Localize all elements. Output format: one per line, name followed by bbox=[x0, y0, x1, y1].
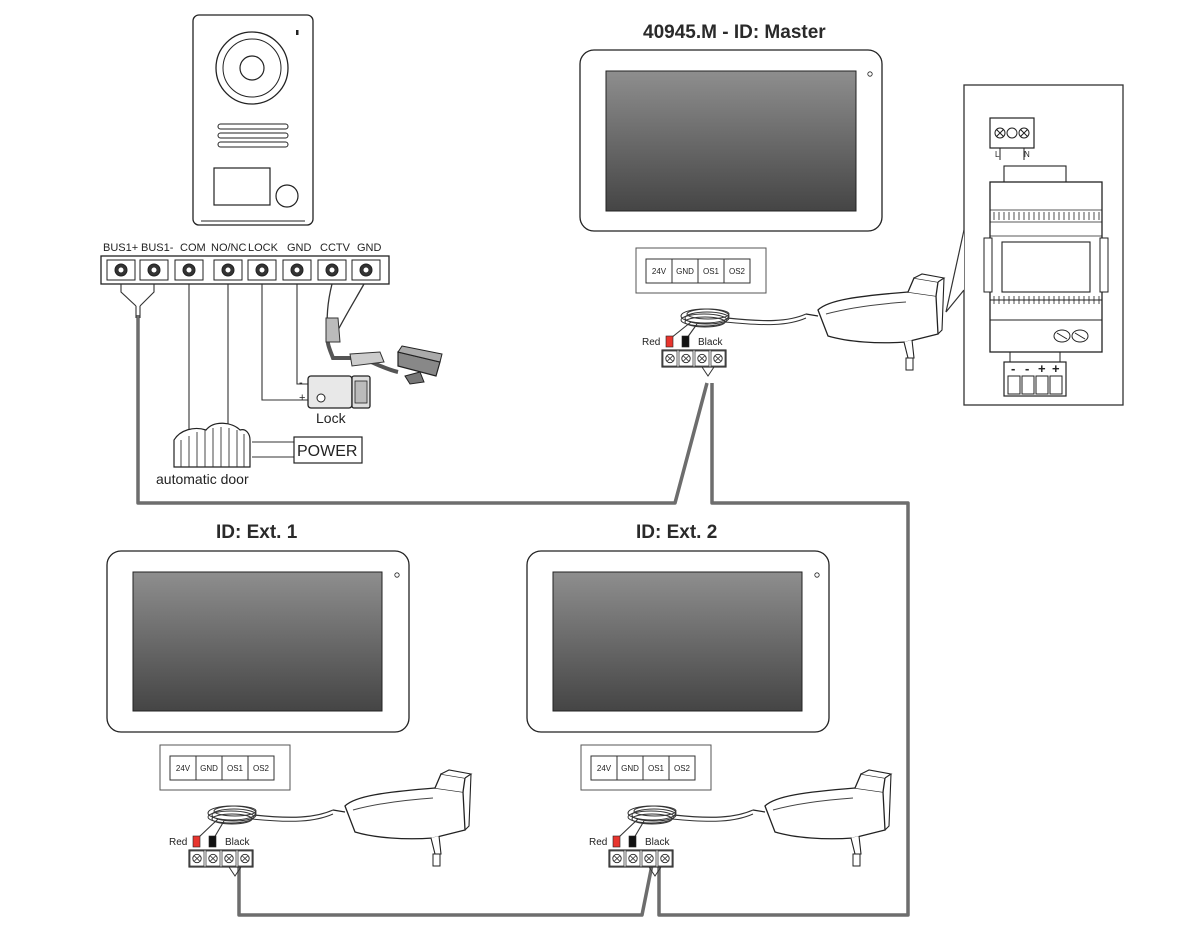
monitor-terminal-label: GND bbox=[621, 764, 639, 773]
monitor-master: 40945.M - ID: Master bbox=[579, 22, 883, 232]
door-terminal: BUS1- bbox=[139, 242, 174, 281]
door-terminal-label: NO/NC bbox=[211, 242, 247, 254]
screw-terminal-connector bbox=[608, 849, 674, 868]
psu-input-N: N bbox=[1024, 150, 1030, 159]
black-wire-label: Black bbox=[645, 837, 670, 848]
door-terminal-label: GND bbox=[287, 242, 312, 254]
power-adapter-icon bbox=[332, 769, 472, 867]
black-wire-label: Black bbox=[698, 337, 723, 348]
door-station bbox=[192, 14, 314, 226]
adapter-set-ext2: Red Black bbox=[589, 769, 892, 877]
bus-wire-ext1-to-ext2 bbox=[237, 864, 654, 917]
lock-plus-label: + bbox=[299, 392, 305, 404]
psu-out-4: + bbox=[1052, 361, 1060, 376]
lock-minus-label: - bbox=[299, 377, 303, 389]
bus-wiring bbox=[136, 315, 910, 917]
door-terminal: GND bbox=[351, 242, 382, 281]
monitor-terminal-label: GND bbox=[200, 764, 218, 773]
monitor-terminal-label: 24V bbox=[597, 764, 612, 773]
automatic-door-label: automatic door bbox=[156, 471, 249, 487]
door-terminal: LOCK bbox=[247, 242, 279, 281]
monitor-terminal-label: GND bbox=[676, 267, 694, 276]
bus-wire-master-to-ext2 bbox=[657, 383, 910, 917]
adapter-set-master: Red Black bbox=[642, 273, 945, 377]
monitor-terminal-label: OS2 bbox=[674, 764, 691, 773]
black-wire-label: Black bbox=[225, 837, 250, 848]
psu-out-3: + bbox=[1038, 361, 1046, 376]
electric-lock: Lock - + bbox=[299, 375, 371, 426]
monitor-terminal-label: OS1 bbox=[227, 764, 244, 773]
adapter-set-ext1: Red Black bbox=[169, 769, 472, 877]
din-rail-power-supply: L N - - + + bbox=[945, 84, 1124, 406]
screw-terminal-connector bbox=[188, 849, 254, 868]
door-terminal-label: LOCK bbox=[248, 242, 279, 254]
red-wire-label: Red bbox=[589, 837, 607, 848]
door-terminal-label: GND bbox=[357, 242, 382, 254]
red-wire-label: Red bbox=[642, 337, 660, 348]
door-terminal-label: COM bbox=[180, 242, 206, 254]
monitor-terminal-block-master: 24V GND OS1 OS2 bbox=[635, 247, 767, 294]
monitor-ext1: ID: Ext. 1 bbox=[106, 522, 410, 733]
door-terminal-label: CCTV bbox=[320, 242, 351, 254]
power-adapter-icon bbox=[805, 273, 945, 371]
call-button bbox=[275, 184, 299, 208]
psu-out-1: - bbox=[1011, 361, 1015, 376]
monitor-terminal-block-ext2: 24V GND OS1 OS2 bbox=[580, 744, 712, 791]
monitor-terminal-label: OS2 bbox=[253, 764, 270, 773]
monitor-terminal-label: 24V bbox=[176, 764, 191, 773]
red-wire-label: Red bbox=[169, 837, 187, 848]
automatic-door: automatic door bbox=[156, 422, 251, 487]
door-terminal: CCTV bbox=[317, 242, 351, 281]
door-terminal-label: BUS1- bbox=[141, 242, 174, 254]
nameplate bbox=[213, 167, 271, 206]
door-terminal-label: BUS1+ bbox=[103, 242, 138, 254]
door-terminal: BUS1+ bbox=[103, 242, 138, 281]
monitor-ext2: ID: Ext. 2 bbox=[526, 522, 830, 733]
cctv-camera-icon bbox=[325, 317, 443, 385]
door-station-wires bbox=[120, 283, 365, 458]
screw-terminal-connector bbox=[661, 349, 727, 368]
title-master: 40945.M - ID: Master bbox=[643, 22, 826, 43]
door-terminal: GND bbox=[282, 242, 312, 281]
power-box: POWER bbox=[293, 436, 363, 464]
monitor-terminal-label: OS1 bbox=[703, 267, 720, 276]
title-ext2: ID: Ext. 2 bbox=[636, 522, 717, 543]
psu-input-L: L bbox=[995, 150, 1000, 159]
psu-out-2: - bbox=[1025, 361, 1029, 376]
speaker-grille bbox=[217, 123, 289, 148]
bus-wire-door-to-master bbox=[136, 315, 709, 505]
power-adapter-icon bbox=[752, 769, 892, 867]
door-terminal: NO/NC bbox=[211, 242, 247, 281]
lock-label: Lock bbox=[316, 410, 347, 426]
door-terminal: COM bbox=[174, 242, 206, 281]
title-ext1: ID: Ext. 1 bbox=[216, 522, 298, 543]
monitor-terminal-label: OS2 bbox=[729, 267, 746, 276]
monitor-terminal-block-ext1: 24V GND OS1 OS2 bbox=[159, 744, 291, 791]
power-label: POWER bbox=[297, 443, 357, 460]
monitor-terminal-label: OS1 bbox=[648, 764, 665, 773]
monitor-terminal-label: 24V bbox=[652, 267, 667, 276]
